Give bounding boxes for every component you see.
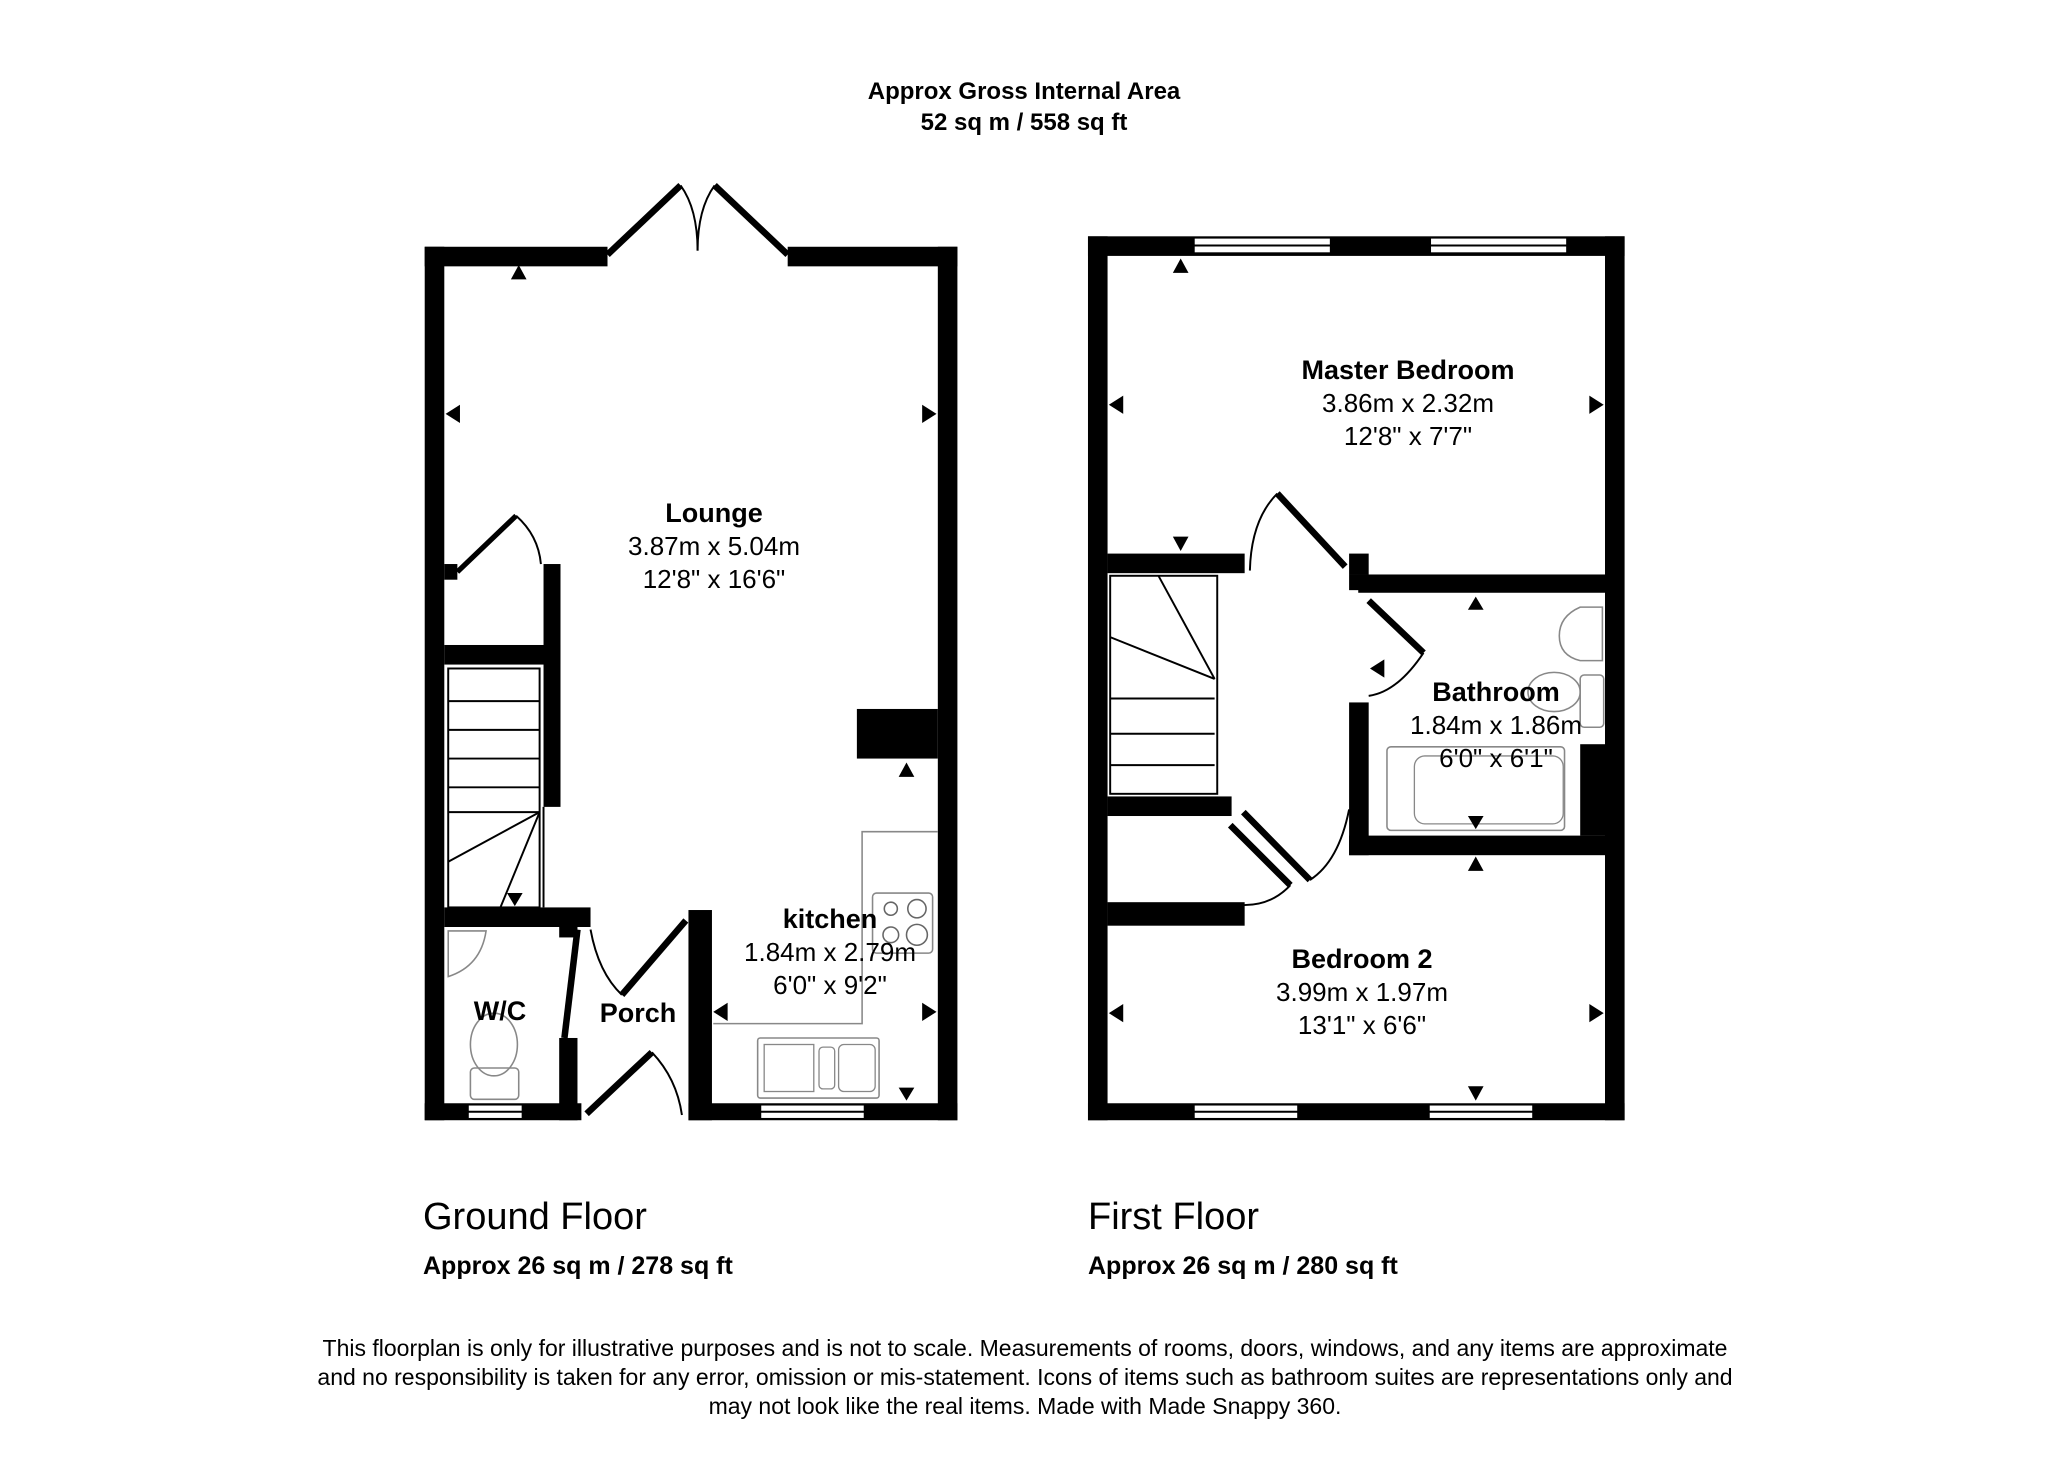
disclaimer: This floorplan is only for illustrative … [250,1334,1800,1421]
disclaimer-line-2: and no responsibility is taken for any e… [317,1364,1733,1390]
room-metric: 3.87m x 5.04m [628,531,800,561]
room-master-bedroom: Master Bedroom 3.86m x 2.32m 12'8" x 7'7… [1301,354,1514,453]
disclaimer-line-1: This floorplan is only for illustrative … [322,1335,1728,1361]
room-imperial: 12'8" x 16'6" [642,564,786,594]
room-bedroom-2: Bedroom 2 3.99m x 1.97m 13'1" x 6'6" [1276,943,1448,1042]
room-wc: W/C [474,995,526,1028]
gross-area-value: 52 sq m / 558 sq ft [920,109,1128,136]
room-name: Porch [599,998,677,1028]
room-imperial: 6'0" x 9'2" [773,970,887,1000]
room-lounge: Lounge 3.87m x 5.04m 12'8" x 16'6" [628,497,800,596]
ground-floor-plan [424,246,958,1121]
gross-area-title: Approx Gross Internal Area [867,78,1181,105]
room-imperial: 12'8" x 7'7" [1343,421,1473,451]
first-floor-title: First Floor [1088,1196,1259,1238]
room-name: Master Bedroom [1301,355,1515,385]
room-imperial: 6'0" x 6'1" [1439,743,1553,773]
room-name: Bathroom [1432,677,1560,707]
ground-floor-measure-arrows [445,265,937,1101]
room-porch: Porch [600,997,677,1030]
room-name: Lounge [665,498,763,528]
first-floor-measure-arrows [1108,258,1604,1101]
disclaimer-line-3: may not look like the real items. Made w… [708,1393,1342,1419]
room-metric: 1.84m x 2.79m [744,937,916,967]
room-bathroom: Bathroom 1.84m x 1.86m 6'0" x 6'1" [1410,676,1582,775]
room-name: Bedroom 2 [1291,944,1433,974]
room-name: kitchen [782,904,878,934]
room-metric: 3.99m x 1.97m [1276,977,1448,1007]
room-kitchen: kitchen 1.84m x 2.79m 6'0" x 9'2" [744,903,916,1002]
ground-floor-lines [447,183,938,1120]
room-imperial: 13'1" x 6'6" [1297,1010,1427,1040]
first-floor-area: Approx 26 sq m / 280 sq ft [1088,1252,1398,1280]
ground-floor-title: Ground Floor [423,1196,647,1238]
ground-floor-area: Approx 26 sq m / 278 sq ft [423,1252,733,1280]
room-metric: 1.84m x 1.86m [1410,710,1582,740]
first-floor-lines [1109,236,1605,1120]
room-name: W/C [473,996,527,1026]
room-metric: 3.86m x 2.32m [1322,388,1494,418]
